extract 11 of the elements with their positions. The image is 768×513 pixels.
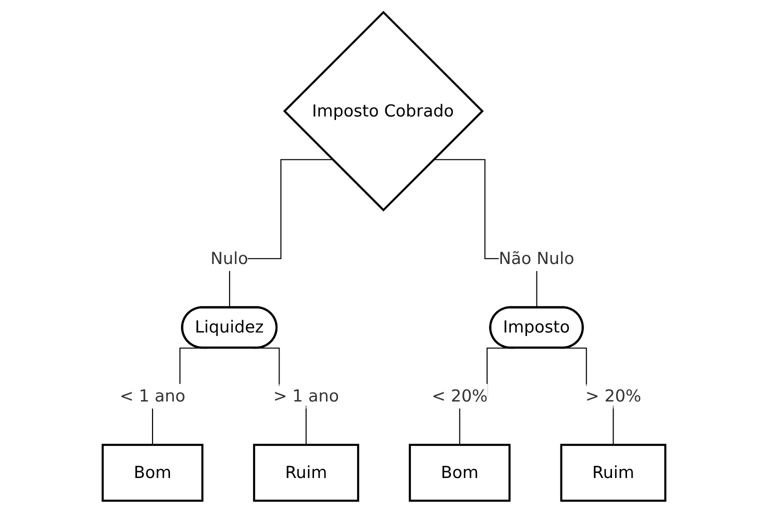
edge-label: Nulo [210, 248, 248, 268]
edge-label: < 1 ano [120, 386, 186, 406]
node-diamond: Imposto Cobrado [283, 10, 484, 212]
edge-label: Não Nulo [498, 248, 574, 268]
edge-label: > 1 ano [273, 386, 339, 406]
edge-label: < 20% [432, 386, 488, 406]
node-box: Ruim [253, 444, 360, 502]
node-box: Bom [102, 444, 204, 502]
node-box: Bom [408, 444, 511, 502]
node-box: Ruim [560, 444, 666, 502]
edge-label: > 20% [585, 386, 642, 406]
